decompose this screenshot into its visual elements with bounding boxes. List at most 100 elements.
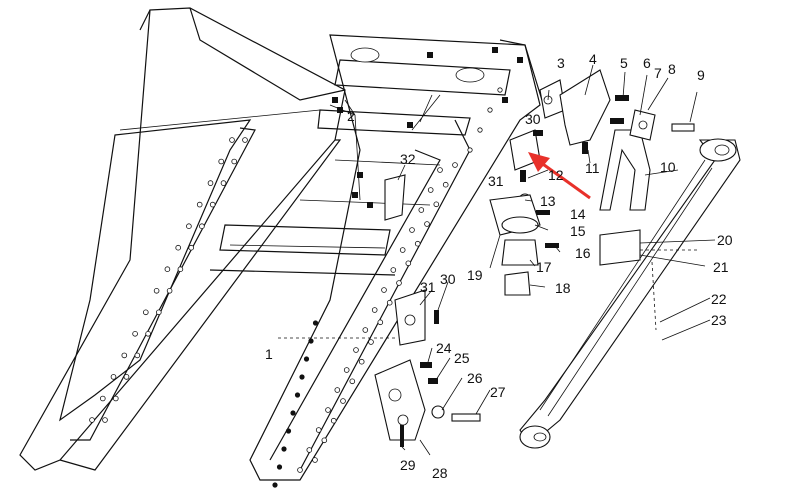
frame-hole [325, 407, 331, 413]
callout-20: 20 [717, 232, 733, 248]
frame-hole [349, 378, 356, 385]
frame-hole [340, 398, 346, 404]
frame-hole [424, 221, 430, 227]
callout-8: 8 [668, 61, 676, 77]
frame-hole [381, 287, 387, 293]
frame-hole [134, 352, 141, 359]
callout-28: 28 [432, 465, 448, 481]
frame-hole [321, 437, 328, 444]
frame-hole [353, 347, 359, 353]
callout-10: 10 [660, 159, 676, 175]
frame-hole [242, 137, 248, 143]
frame-hole [177, 266, 184, 273]
callout-21: 21 [713, 259, 729, 275]
u-bolt [599, 129, 651, 211]
callout-23: 23 [711, 312, 727, 328]
frame-bolt [357, 172, 363, 178]
frame-bolt [332, 97, 338, 103]
cross-member-middle [209, 224, 396, 276]
frame-bolt [308, 338, 314, 344]
frame-bolt [492, 47, 498, 53]
frame-hole [399, 247, 406, 253]
frame-hole [209, 201, 216, 208]
frame-hole [390, 267, 397, 273]
frame-hole [207, 180, 214, 186]
frame-bolt [303, 356, 310, 362]
frame-hole [368, 339, 374, 345]
frame-hole [231, 158, 238, 165]
red-indicator-arrow [528, 152, 591, 200]
frame-hole [396, 280, 402, 286]
frame-bolt [407, 122, 413, 128]
frame-hole [123, 374, 130, 380]
frame-bolt [276, 464, 283, 470]
callout-2: 2 [347, 108, 355, 124]
frame-hole [145, 330, 151, 337]
frame-bolt [517, 57, 523, 63]
frame-bolt [352, 192, 358, 198]
callout-16: 16 [575, 245, 591, 261]
callout-15: 15 [570, 223, 586, 239]
callout-30-lower: 30 [440, 271, 456, 287]
frame-hole [315, 427, 322, 433]
callout-31-upper: 31 [488, 173, 504, 189]
cross-member-rear [334, 47, 511, 96]
callout-26: 26 [467, 370, 483, 386]
frame-hole [199, 223, 205, 230]
frame-hole [110, 374, 117, 380]
callout-1: 1 [265, 346, 273, 362]
frame-hole [102, 417, 108, 423]
frame-hole [452, 162, 458, 168]
frame-hole [196, 201, 203, 208]
frame-hole [414, 240, 421, 247]
frame-hole [405, 260, 412, 267]
frame-hole [132, 330, 138, 337]
frame-rail-left [19, 7, 346, 471]
frame-bolt [337, 107, 343, 113]
callout-32: 32 [400, 151, 416, 167]
frame-hole [330, 417, 337, 424]
frame-hole [409, 227, 415, 233]
callout-6: 6 [643, 55, 651, 71]
frame-hole [343, 367, 350, 373]
frame-hole [164, 266, 171, 273]
frame-bolt [272, 482, 278, 488]
callout-5: 5 [620, 55, 628, 71]
frame-bolt [367, 202, 373, 208]
callout-11: 11 [585, 160, 600, 176]
frame-hole [418, 207, 425, 213]
frame-bolt [281, 446, 287, 452]
frame-hole [371, 307, 378, 313]
frame-bolt [427, 52, 433, 58]
frame-hole [386, 299, 393, 306]
frame-hole-pattern [89, 47, 523, 488]
frame-hole [143, 309, 149, 316]
frame-bolt [290, 410, 296, 416]
frame-hole [487, 107, 493, 113]
frame-hole [89, 417, 95, 423]
callout-9: 9 [697, 67, 705, 83]
frame-hole [175, 244, 182, 251]
leader-lines [278, 64, 716, 456]
frame-bolt [299, 374, 305, 380]
callout-12: 12 [548, 167, 564, 183]
callout-24: 24 [436, 340, 452, 356]
frame-hole [113, 395, 119, 402]
frame-hole [362, 327, 369, 333]
frame-hole [220, 180, 227, 186]
frame-hole [153, 287, 160, 294]
cross-member-front [299, 109, 471, 206]
frame-hole [377, 319, 384, 326]
frame-hole [437, 167, 443, 173]
leaf-spring [519, 138, 741, 449]
frame-hole [312, 457, 318, 463]
frame-bolt [294, 392, 301, 398]
callout-18: 18 [555, 280, 571, 296]
callout-29: 29 [400, 457, 416, 473]
callout-19: 19 [467, 267, 483, 283]
callout-25: 25 [454, 350, 470, 366]
frame-bolt [312, 320, 319, 326]
front-hanger-bracket [539, 69, 695, 154]
frame-hole [306, 447, 313, 453]
callout-13: 13 [540, 193, 556, 209]
